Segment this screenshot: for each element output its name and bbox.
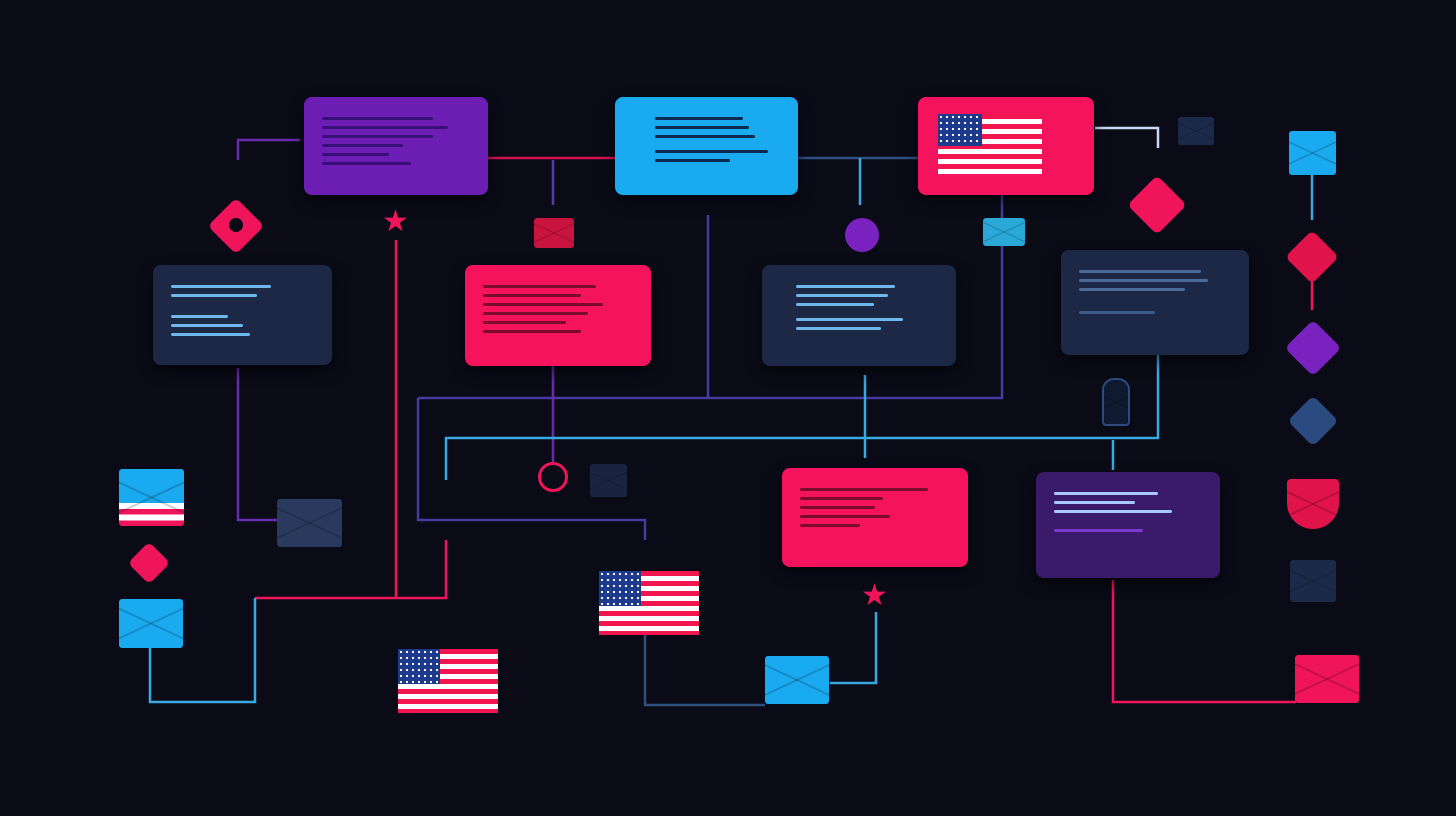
heart-icon xyxy=(538,462,568,492)
envelope-icon xyxy=(983,218,1025,246)
envelope-icon xyxy=(1295,655,1359,703)
lock-icon xyxy=(1290,560,1336,602)
envelope-flag-icon xyxy=(119,469,184,526)
lock-icon xyxy=(1102,378,1130,426)
square-icon xyxy=(1289,131,1336,175)
card-pink-mid[interactable] xyxy=(465,265,651,366)
shield-icon xyxy=(1287,479,1339,529)
envelope-icon xyxy=(1178,117,1214,145)
card-cyan-top[interactable] xyxy=(615,97,798,195)
star-icon: ★ xyxy=(861,578,888,613)
square-icon xyxy=(590,464,627,497)
envelope-icon xyxy=(765,656,829,704)
card-navy-mid[interactable] xyxy=(762,265,956,366)
card-navy-left[interactable] xyxy=(153,265,332,365)
envelope-icon xyxy=(277,499,342,547)
star-icon: ★ xyxy=(382,204,409,239)
envelope-icon xyxy=(119,599,183,648)
flag-icon-center xyxy=(599,571,699,635)
card-purple-top[interactable] xyxy=(304,97,488,195)
envelope-icon xyxy=(534,218,574,248)
card-pink-lower[interactable] xyxy=(782,468,968,567)
card-navy-right[interactable] xyxy=(1061,250,1249,355)
card-purple-lower[interactable] xyxy=(1036,472,1220,578)
person-icon xyxy=(845,218,879,252)
flag-icon xyxy=(938,114,1042,174)
flag-icon-bottom xyxy=(398,649,498,713)
node-dot xyxy=(229,218,243,232)
